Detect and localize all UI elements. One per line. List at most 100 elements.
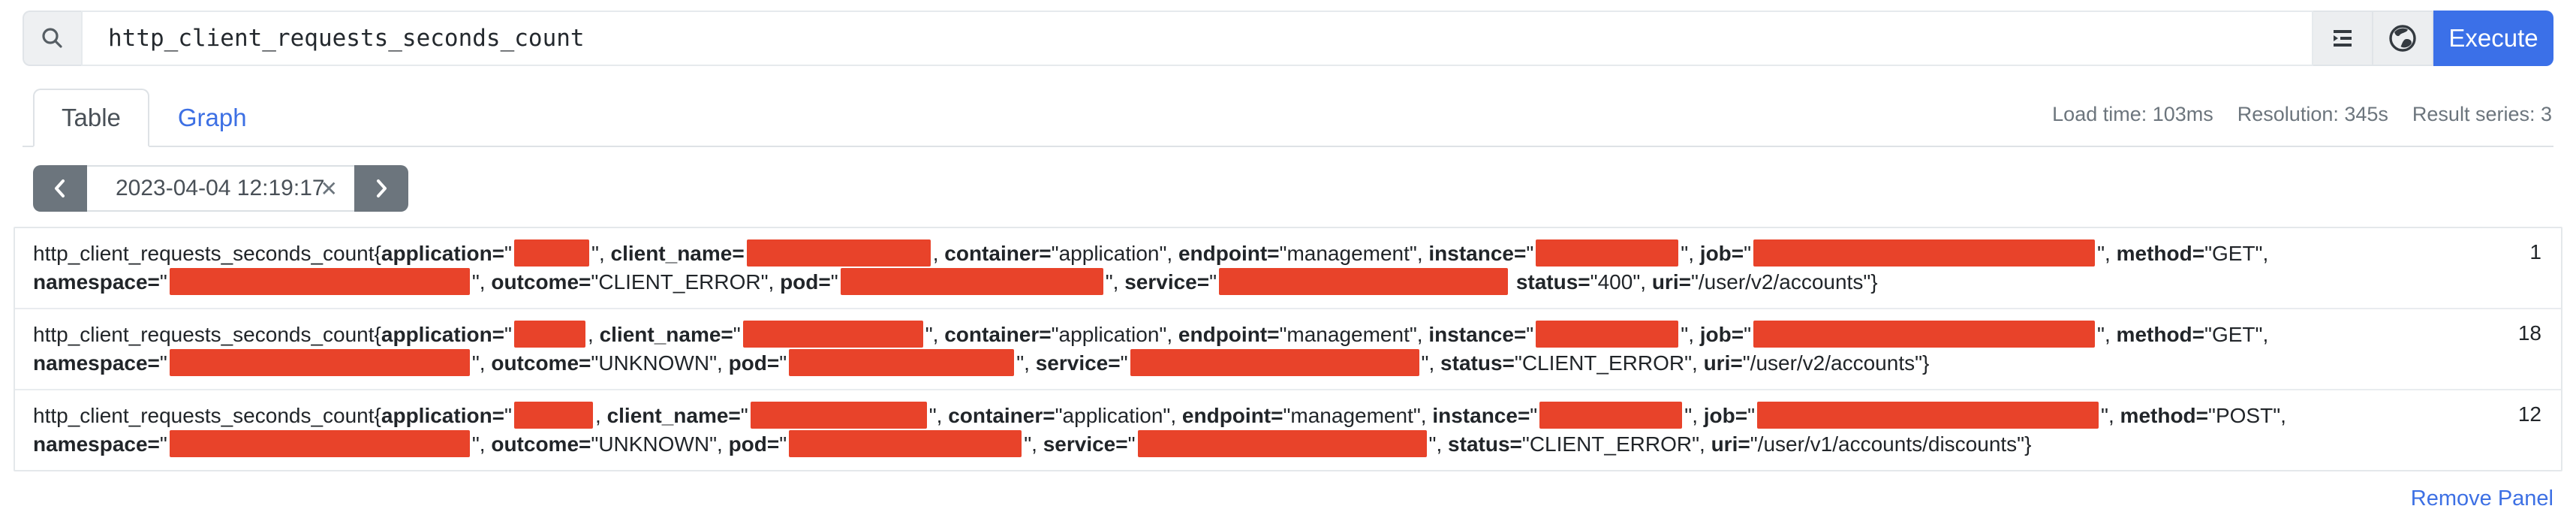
- label-name: job=: [1699, 242, 1744, 265]
- prev-time-button[interactable]: [33, 165, 87, 212]
- expression-text: ": [830, 270, 838, 294]
- chevron-right-icon: [377, 179, 387, 197]
- expression-text: ",: [1016, 351, 1036, 375]
- expression-text: ",: [1428, 432, 1449, 456]
- expression-text: ",: [1024, 432, 1043, 456]
- redacted-value: [514, 321, 585, 348]
- tab-table[interactable]: Table: [33, 89, 149, 147]
- expression-text: "CLIENT_ERROR",: [591, 270, 781, 294]
- tab-graph[interactable]: Graph: [177, 104, 247, 131]
- series-expression: http_client_requests_seconds_count{appli…: [33, 321, 2489, 378]
- expression-text: ,: [595, 404, 607, 427]
- redacted-value: [840, 268, 1103, 295]
- clear-time-icon[interactable]: ✕: [320, 176, 338, 200]
- redacted-value: [1219, 268, 1509, 295]
- expression-text: ",: [1684, 404, 1704, 427]
- redacted-value: [514, 239, 589, 267]
- redacted-value: [169, 268, 470, 295]
- expression-text: ",: [471, 432, 492, 456]
- expression-text: ": [159, 270, 167, 294]
- expression-text: "GET",: [2204, 242, 2269, 265]
- series-value: 18: [2517, 321, 2541, 345]
- expression-text: http_client_requests_seconds_count{: [33, 323, 381, 346]
- label-name: namespace=: [33, 351, 160, 375]
- label-name: application=: [381, 242, 505, 265]
- expression-text: "UNKNOWN",: [591, 432, 729, 456]
- redacted-value: [1753, 321, 2096, 348]
- expression-text: "GET",: [2204, 323, 2269, 346]
- label-name: container=: [948, 404, 1055, 427]
- redacted-value: [1753, 239, 2096, 267]
- redacted-value: [1130, 349, 1419, 376]
- expression-text: ",: [925, 323, 945, 346]
- expression-text: http_client_requests_seconds_count{: [33, 242, 381, 265]
- expression-line: namespace="", outcome="UNKNOWN", pod="",…: [33, 430, 2489, 459]
- label-name: endpoint=: [1178, 242, 1280, 265]
- resolution-stat: Resolution: 345s: [2237, 103, 2388, 125]
- time-navigation: ✕: [33, 165, 408, 212]
- expression-text: ": [1530, 404, 1538, 427]
- expression-text: "/user/v2/accounts"}: [1742, 351, 1930, 375]
- expression-text: "management",: [1279, 242, 1429, 265]
- expression-text: ": [504, 242, 512, 265]
- label-name: status=: [1515, 270, 1590, 294]
- expression-text: ",: [1681, 323, 1700, 346]
- expression-text: ",: [1421, 351, 1441, 375]
- label-name: status=: [1440, 351, 1515, 375]
- expression-text: ": [779, 351, 787, 375]
- redacted-value: [742, 321, 923, 348]
- table-row: http_client_requests_seconds_count{appli…: [15, 308, 2561, 389]
- expression-text: "POST",: [2208, 404, 2286, 427]
- expression-text: ": [1747, 404, 1756, 427]
- expression-text: ": [1526, 323, 1534, 346]
- expression-text: "application",: [1051, 242, 1178, 265]
- label-name: client_name=: [606, 404, 741, 427]
- label-name: uri=: [1711, 432, 1750, 456]
- redacted-value: [750, 402, 927, 429]
- expression-text: ",: [591, 242, 611, 265]
- search-addon: [23, 11, 81, 66]
- redacted-value: [169, 430, 470, 457]
- metrics-explorer-button[interactable]: [2313, 11, 2373, 66]
- expression-bar: Execute: [23, 11, 2553, 66]
- local-time-button[interactable]: [2373, 11, 2433, 66]
- execute-button[interactable]: Execute: [2433, 11, 2553, 66]
- redacted-value: [1536, 321, 1679, 348]
- series-value: 12: [2517, 402, 2541, 426]
- table-row: http_client_requests_seconds_count{appli…: [15, 389, 2561, 470]
- label-name: pod=: [780, 270, 831, 294]
- redacted-value: [169, 349, 470, 376]
- expression-text: ,: [932, 242, 945, 265]
- search-icon: [42, 28, 62, 48]
- redacted-value: [514, 402, 593, 429]
- expression-text: ": [504, 323, 512, 346]
- label-name: service=: [1043, 432, 1128, 456]
- label-name: application=: [381, 404, 505, 427]
- tabs-row: Table Graph Load time: 103ms Resolution:…: [23, 89, 2553, 147]
- expression-text: http_client_requests_seconds_count{: [33, 404, 381, 427]
- expression-line: namespace="", outcome="CLIENT_ERROR", po…: [33, 268, 2489, 297]
- metrics-explorer-icon: [2334, 30, 2352, 47]
- timestamp-input-wrap: ✕: [87, 165, 354, 212]
- expression-line: http_client_requests_seconds_count{appli…: [33, 321, 2489, 349]
- label-name: service=: [1035, 351, 1121, 375]
- expression-line: http_client_requests_seconds_count{appli…: [33, 402, 2489, 430]
- label-name: status=: [1448, 432, 1522, 456]
- query-stats: Load time: 103ms Resolution: 345s Result…: [2052, 103, 2553, 146]
- label-name: container=: [944, 242, 1052, 265]
- label-name: endpoint=: [1181, 404, 1283, 427]
- expression-text: ",: [928, 404, 949, 427]
- label-name: namespace=: [33, 432, 160, 456]
- remove-panel-link[interactable]: Remove Panel: [2410, 486, 2553, 510]
- label-name: method=: [2116, 323, 2205, 346]
- expression-input[interactable]: [81, 11, 2313, 66]
- timestamp-input[interactable]: [87, 167, 354, 210]
- next-time-button[interactable]: [354, 165, 408, 212]
- redacted-value: [746, 239, 931, 267]
- expression-text: ",: [2097, 242, 2117, 265]
- globe-icon: [2389, 25, 2416, 52]
- label-name: pod=: [728, 351, 780, 375]
- label-name: method=: [2116, 242, 2205, 265]
- results-table: http_client_requests_seconds_count{appli…: [14, 227, 2562, 471]
